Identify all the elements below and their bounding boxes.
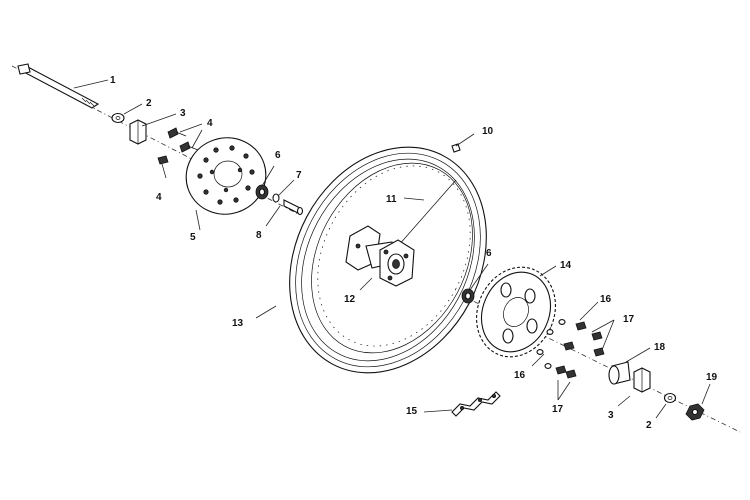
callout-17-lower: 17	[552, 404, 564, 415]
adjuster-left	[129, 119, 147, 145]
valve-cap	[451, 143, 461, 153]
adjuster-right	[633, 367, 651, 393]
spoke	[397, 179, 457, 247]
sprocket	[476, 266, 556, 358]
disc-bolts	[157, 127, 199, 179]
washer-left	[111, 112, 125, 124]
callout-17-upper: 17	[623, 314, 635, 325]
callout-16-upper: 16	[600, 294, 612, 305]
axle	[17, 63, 100, 109]
callout-2-right: 2	[646, 420, 652, 431]
callout-7: 7	[296, 170, 302, 181]
bearing-left	[255, 184, 269, 200]
callout-6-left: 6	[275, 150, 281, 161]
callout-6-right: 6	[486, 248, 492, 259]
callout-13: 13	[232, 318, 244, 329]
callout-3-left: 3	[180, 108, 186, 119]
spacer	[272, 193, 304, 216]
callout-labels: 1 2 3 4 4 5 6 7 8 10 11 12 13 6 14 15 16…	[110, 75, 718, 431]
callout-18: 18	[654, 342, 666, 353]
callout-15: 15	[406, 406, 418, 417]
callout-4-upper: 4	[207, 118, 213, 129]
callout-8: 8	[256, 230, 262, 241]
callout-16-lower: 16	[514, 370, 526, 381]
callout-10: 10	[482, 126, 494, 137]
callout-14: 14	[560, 260, 572, 271]
washer-right	[663, 392, 677, 404]
callout-3-right: 3	[608, 410, 614, 421]
callout-11: 11	[386, 194, 397, 205]
callout-12: 12	[344, 294, 356, 305]
brake-disc	[185, 137, 267, 215]
chain	[451, 391, 501, 417]
callout-5: 5	[190, 232, 196, 243]
callout-1: 1	[110, 75, 116, 86]
spacer-right	[608, 361, 631, 385]
callout-2-left: 2	[146, 98, 152, 109]
callout-19: 19	[706, 372, 718, 383]
leader-lines	[73, 79, 711, 419]
axle-nut	[685, 403, 705, 421]
sprocket-fasteners	[536, 319, 605, 379]
bearing-right	[461, 288, 475, 304]
callout-4-lower: 4	[156, 192, 162, 203]
hub	[345, 225, 415, 287]
